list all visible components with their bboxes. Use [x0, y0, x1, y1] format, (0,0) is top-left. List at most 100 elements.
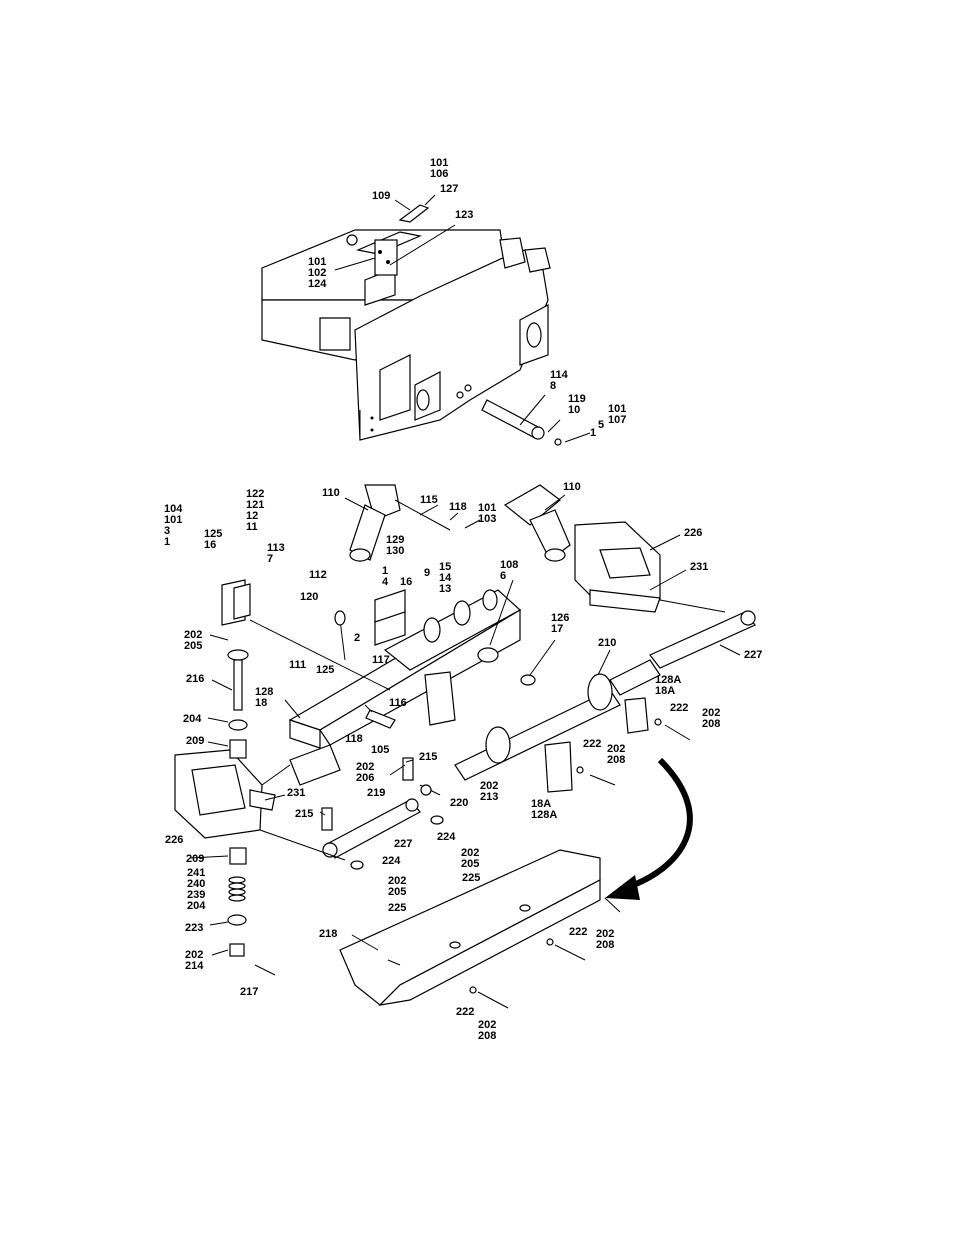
callout-line: 204: [183, 713, 202, 725]
callout-line: 126: [551, 612, 569, 624]
callout-line: 225: [388, 902, 406, 914]
callout-line: 12: [246, 510, 258, 522]
callout-line: 222: [569, 926, 587, 938]
callout-line: 231: [287, 787, 305, 799]
callout-line: 124: [308, 278, 327, 290]
callout-line: 102: [308, 267, 326, 279]
callout-c48: 222: [583, 738, 601, 750]
callout-line: 7: [267, 553, 273, 565]
callout-c44: 204: [183, 713, 202, 725]
callout-line: 110: [322, 487, 340, 499]
callout-line: 208: [702, 718, 720, 730]
callout-line: 10: [568, 404, 580, 416]
callout-line: 217: [240, 986, 258, 998]
callout-line: 101: [608, 403, 626, 415]
callout-line: 214: [185, 960, 204, 972]
callout-c37: 117: [372, 654, 390, 666]
callout-c50: 209: [186, 735, 204, 747]
callout-c17: 118: [449, 501, 467, 513]
callout-line: 101: [164, 514, 182, 526]
callout-line: 224: [437, 831, 456, 843]
callout-c10: 1: [590, 427, 596, 439]
callout-line: 202: [607, 743, 625, 755]
callout-line: 227: [744, 649, 762, 661]
callout-line: 130: [386, 545, 404, 557]
callout-line: 239: [187, 889, 205, 901]
callout-line: 215: [295, 808, 313, 820]
callout-line: 104: [164, 503, 183, 515]
callout-line: 125: [316, 664, 334, 676]
callout-line: 220: [450, 797, 468, 809]
callout-line: 224: [382, 855, 401, 867]
callout-line: 202: [388, 875, 406, 887]
callout-line: 18: [255, 697, 267, 709]
callout-c2: 127: [440, 183, 458, 195]
callout-c42: 222: [670, 702, 688, 714]
callout-line: 202: [480, 780, 498, 792]
callout-line: 202: [184, 629, 202, 641]
callout-c28: 231: [690, 561, 708, 573]
callout-line: 111: [289, 659, 306, 671]
callout-line: 105: [371, 744, 389, 756]
callout-line: 2: [354, 632, 360, 644]
callout-line: 210: [598, 637, 616, 649]
callout-c15: 110: [322, 487, 340, 499]
callout-line: 5: [598, 419, 604, 431]
callout-line: 118: [449, 501, 467, 513]
callout-c52: 219: [367, 787, 385, 799]
guard-assembly: [339, 849, 601, 1009]
callout-line: 226: [165, 834, 183, 846]
callout-c73: 217: [240, 986, 258, 998]
callout-c19: 110: [563, 481, 581, 493]
callout-line: 108: [500, 559, 518, 571]
callout-line: 11: [246, 521, 258, 533]
callout-line: 219: [367, 787, 385, 799]
callout-line: 1: [382, 565, 388, 577]
callout-line: 129: [386, 534, 404, 546]
callout-c39: 216: [186, 673, 204, 685]
callout-line: 1: [164, 536, 170, 548]
callout-line: 4: [382, 576, 389, 588]
callout-line: 18A: [655, 685, 675, 697]
callout-line: 18A: [531, 798, 551, 810]
callout-line: 128A: [655, 674, 681, 686]
callout-c62: 224: [382, 855, 401, 867]
callout-line: 205: [388, 886, 406, 898]
callout-line: 109: [372, 190, 390, 202]
callout-line: 241: [187, 867, 205, 879]
callout-line: 122: [246, 488, 264, 500]
callout-line: 128A: [531, 809, 557, 821]
callout-line: 202: [356, 761, 374, 773]
callout-line: 103: [478, 513, 496, 525]
callout-line: 125: [204, 528, 222, 540]
callout-line: 202: [596, 928, 614, 940]
callout-line: 115: [420, 494, 438, 506]
callout-line: 123: [455, 209, 473, 221]
callout-line: 223: [185, 922, 203, 934]
callout-c69: 218: [319, 928, 337, 940]
callout-line: 208: [607, 754, 625, 766]
callout-line: 14: [439, 572, 452, 584]
callout-line: 209: [186, 853, 204, 865]
callout-c16: 115: [420, 494, 438, 506]
callout-line: 107: [608, 414, 626, 426]
callout-line: 3: [164, 525, 170, 537]
callout-c29: 120: [300, 591, 318, 603]
